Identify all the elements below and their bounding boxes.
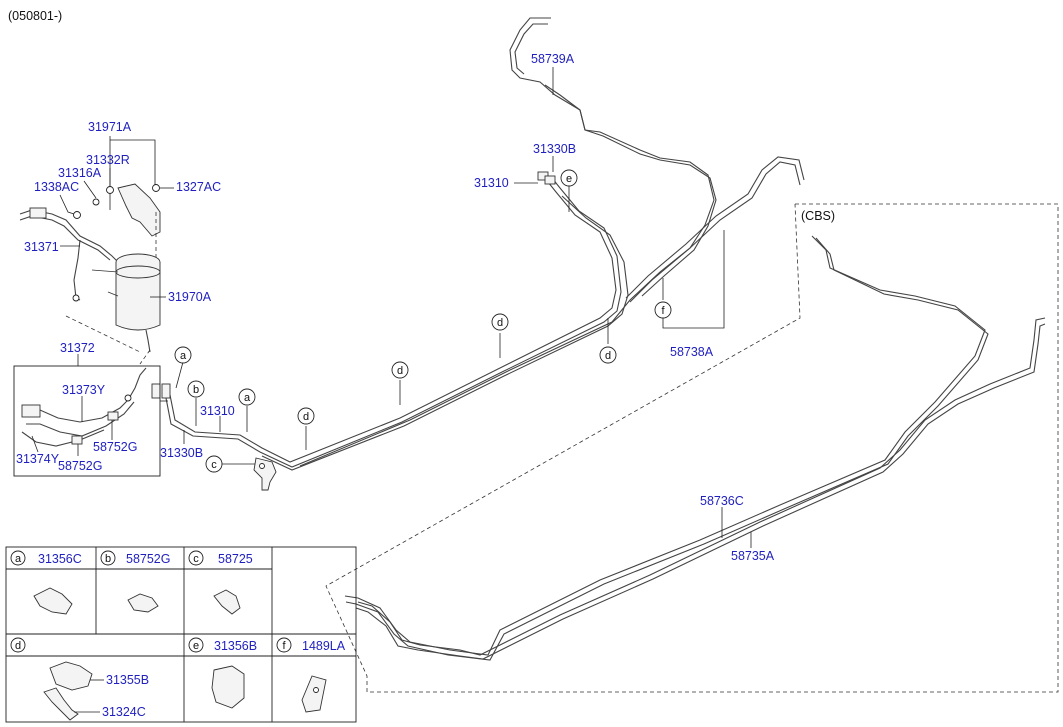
clip-58752G-a xyxy=(107,411,119,421)
marker-d-3: d xyxy=(297,407,315,425)
callout-31371: 31371 xyxy=(24,240,59,254)
svg-text:d: d xyxy=(397,365,403,377)
legend-d-lower: 31324C xyxy=(102,705,146,719)
plate-1489LA-icon xyxy=(301,675,327,713)
svg-text:b: b xyxy=(193,384,199,396)
marker-a-2: a xyxy=(174,346,192,364)
svg-text:a: a xyxy=(244,392,251,404)
box-31372 xyxy=(13,365,161,477)
fuel-filter-31970A xyxy=(91,253,161,365)
marker-b: b xyxy=(187,380,205,398)
washer-31332R xyxy=(106,186,114,194)
hose-31373Y xyxy=(21,367,147,447)
legend-cell-b: b 58752G xyxy=(100,550,170,613)
svg-text:e: e xyxy=(193,640,199,652)
svg-text:31356B: 31356B xyxy=(214,639,257,653)
callout-58735A: 58735A xyxy=(731,549,775,563)
callout-58739A: 58739A xyxy=(531,52,575,66)
marker-f: f xyxy=(654,301,672,319)
marker-d-4: d xyxy=(599,346,617,364)
bracket-58725 xyxy=(253,457,277,491)
tube-58735A xyxy=(355,317,1046,660)
callout-58752G-a: 58752G xyxy=(93,440,137,454)
nut-31316A xyxy=(92,198,100,206)
leader-1338AC xyxy=(59,194,75,215)
legend-d-upper: 31355B xyxy=(106,673,149,687)
callout-1338AC: 1338AC xyxy=(34,180,79,194)
svg-text:1489LA: 1489LA xyxy=(302,639,346,653)
callout-1327AC: 1327AC xyxy=(176,180,221,194)
filter-bracket-31971A xyxy=(117,183,161,258)
leader-31374Y xyxy=(31,435,39,453)
svg-text:d: d xyxy=(497,317,503,329)
hose-31371 xyxy=(19,207,119,302)
svg-text:f: f xyxy=(282,640,286,652)
legend-cell-e: e 31356B xyxy=(188,637,257,709)
svg-text:58725: 58725 xyxy=(218,552,253,566)
callout-31970A: 31970A xyxy=(168,290,212,304)
marker-e: e xyxy=(560,169,578,187)
bolt-1327AC xyxy=(152,184,160,192)
cbs-label: (CBS) xyxy=(801,209,835,223)
legend-table xyxy=(5,546,357,723)
svg-text:f: f xyxy=(661,305,665,317)
svg-text:a: a xyxy=(180,350,187,362)
tube-31310-main xyxy=(165,84,715,471)
marker-c: c xyxy=(205,455,223,473)
legend-cell-f: f 1489LA xyxy=(276,637,346,713)
clip-near-b xyxy=(151,383,171,399)
leader-58738A xyxy=(662,230,725,329)
callout-31971A: 31971A xyxy=(88,120,132,134)
bracket-31324C-icon xyxy=(43,687,79,721)
leader-31971A-box xyxy=(110,139,156,188)
callout-31372: 31372 xyxy=(60,341,95,355)
marker-a-1: a xyxy=(238,388,256,406)
callout-58736C: 58736C xyxy=(700,494,744,508)
svg-text:a: a xyxy=(15,553,22,565)
legend-cell-d: d 31355B 31324C xyxy=(10,637,149,721)
svg-text:31356C: 31356C xyxy=(38,552,82,566)
svg-text:d: d xyxy=(605,350,611,362)
callout-31330B-top: 31330B xyxy=(533,142,576,156)
callout-58752G-b: 58752G xyxy=(58,459,102,473)
tube-58736C xyxy=(344,235,989,661)
callout-31330B-low: 31330B xyxy=(160,446,203,460)
clip-31355B-icon xyxy=(49,661,93,691)
svg-text:e: e xyxy=(566,173,572,185)
marker-d-2: d xyxy=(391,361,409,379)
callout-31373Y: 31373Y xyxy=(62,383,106,397)
clip-58752G-icon xyxy=(127,593,159,613)
callout-31310-low: 31310 xyxy=(200,404,235,418)
clip-31356B-icon xyxy=(211,665,245,709)
callout-58738A: 58738A xyxy=(670,345,714,359)
callout-31310-top: 31310 xyxy=(474,176,509,190)
date-range-label: (050801-) xyxy=(8,9,62,23)
svg-text:c: c xyxy=(211,459,217,471)
callout-31374Y: 31374Y xyxy=(16,452,60,466)
svg-text:d: d xyxy=(303,411,309,423)
callout-31316A: 31316A xyxy=(58,166,102,180)
bracket-58725-icon xyxy=(213,589,241,615)
svg-text:58752G: 58752G xyxy=(126,552,170,566)
connector-31330B-top xyxy=(537,171,556,185)
legend-cell-a: a 31356C xyxy=(10,550,82,615)
clip-58752G-b xyxy=(71,435,83,445)
tube-58738A xyxy=(625,156,805,303)
svg-text:b: b xyxy=(105,553,111,565)
legend-cell-c: c 58725 xyxy=(188,550,253,615)
svg-text:c: c xyxy=(193,553,199,565)
callout-31332R: 31332R xyxy=(86,153,130,167)
clip-31356C-icon xyxy=(33,587,73,615)
cbs-region-outline xyxy=(325,203,1059,693)
bolt-1338AC xyxy=(73,211,81,219)
svg-text:d: d xyxy=(15,640,21,652)
clip-markers xyxy=(175,186,664,465)
leader-31316A xyxy=(83,180,97,199)
marker-d-1: d xyxy=(491,313,509,331)
